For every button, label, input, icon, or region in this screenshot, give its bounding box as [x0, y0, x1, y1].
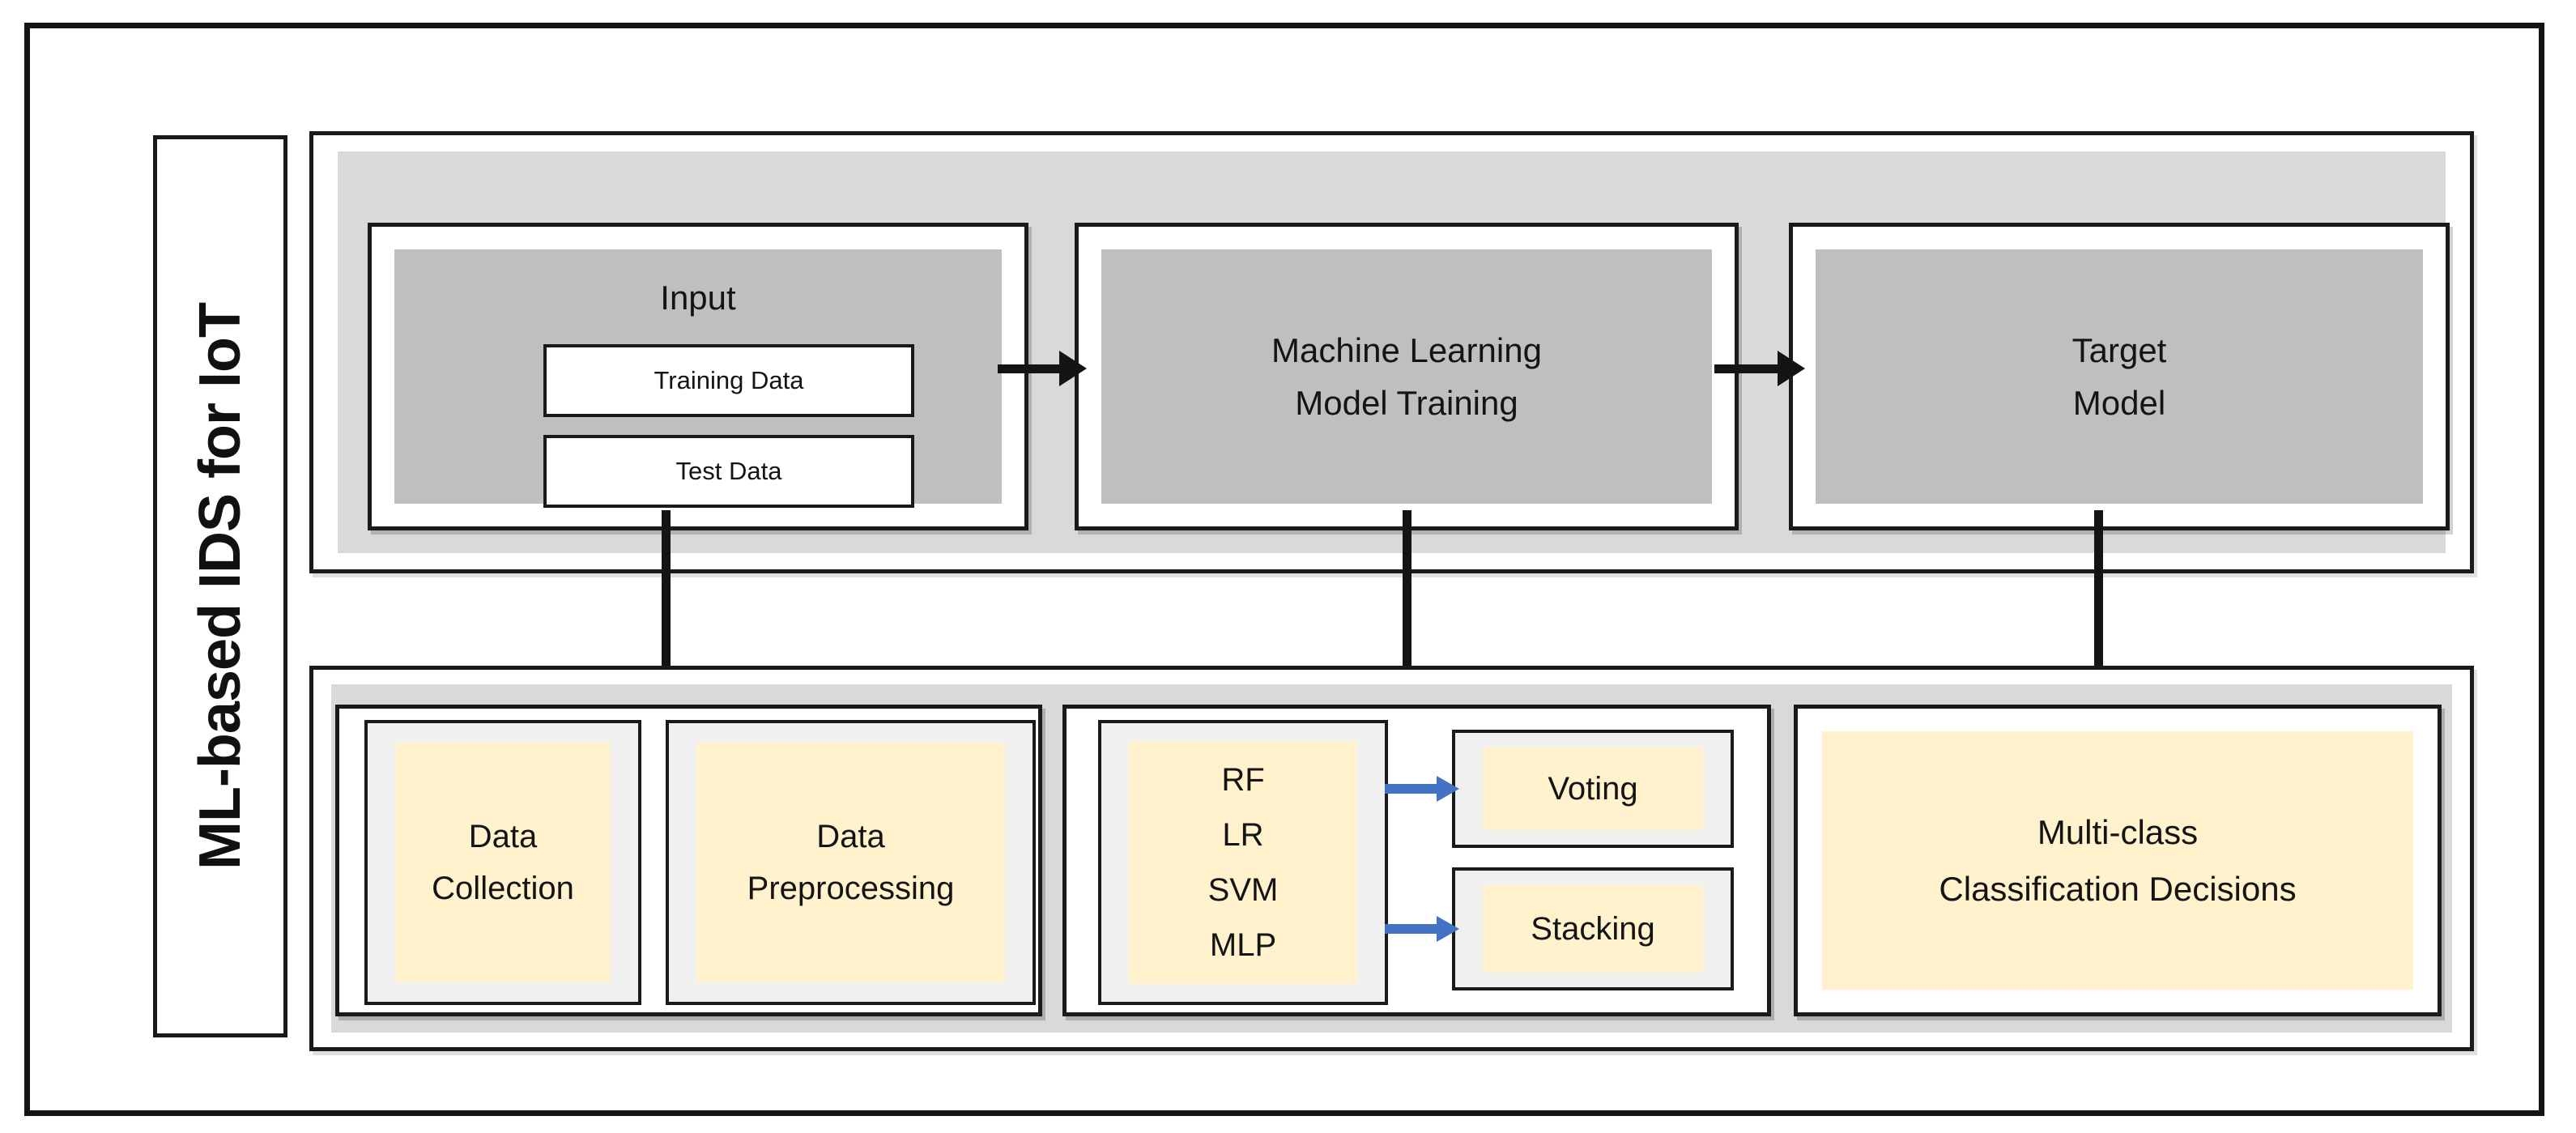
data-preprocessing-label-line2: Preprocessing — [747, 871, 955, 906]
model-training-box: Machine Learning Model Training — [1075, 223, 1739, 530]
blue-arrow-right-icon-stacking — [1385, 916, 1459, 942]
target-model-label: Target Model — [1838, 272, 2400, 481]
classification-output-label-line1: Multi-class — [2037, 813, 2199, 852]
blue-arrow-right-icon-voting — [1385, 776, 1459, 802]
model-training-label-line2: Model Training — [1295, 384, 1518, 422]
arrow-right-icon-training-to-target — [1714, 351, 1805, 386]
base-classifiers-box: RF LR SVM MLP — [1098, 720, 1388, 1005]
test-data-label: Test Data — [675, 457, 782, 485]
data-collection-label: Data Collection — [395, 743, 611, 982]
test-data-box: Test Data — [543, 435, 914, 508]
voting-box: Voting — [1452, 730, 1734, 848]
target-model-box: Target Model — [1789, 223, 2450, 530]
data-preprocessing-label: Data Preprocessing — [696, 743, 1005, 982]
voting-label: Voting — [1483, 748, 1703, 830]
target-model-label-line2: Model — [2072, 384, 2166, 422]
input-box-fill: Input Training Data Test Data — [394, 249, 1002, 508]
classification-output-box: Multi-class Classification Decisions — [1794, 705, 2442, 1016]
target-model-label-line1: Target — [2071, 330, 2167, 369]
classification-output-label-line2: Classification Decisions — [1939, 869, 2297, 908]
ensemble-group: RF LR SVM MLP Voting Stacking — [1062, 705, 1771, 1016]
data-preprocessing-label-line1: Data — [816, 819, 885, 854]
stacking-label: Stacking — [1483, 885, 1703, 973]
model-training-label: Machine Learning Model Training — [1124, 272, 1689, 481]
bottom-row-container: Data Collection Data Preprocessing RF LR — [309, 666, 2474, 1051]
system-title-box: ML-based IDS for IoT — [153, 135, 287, 1037]
model-training-label-line1: Machine Learning — [1271, 330, 1542, 369]
data-stage-group: Data Collection Data Preprocessing — [335, 705, 1042, 1016]
base-classifiers-list: RF LR SVM MLP — [1129, 741, 1357, 984]
data-preprocessing-box: Data Preprocessing — [666, 720, 1036, 1005]
data-collection-box: Data Collection — [364, 720, 641, 1005]
classifier-lr: LR — [1222, 817, 1264, 853]
classifier-mlp: MLP — [1209, 927, 1277, 963]
training-data-box: Training Data — [543, 344, 914, 417]
data-collection-label-line2: Collection — [432, 871, 574, 906]
classification-output-label: Multi-class Classification Decisions — [1822, 731, 2413, 990]
diagram-outer-frame: ML-based IDS for IoT Input Training Data… — [24, 23, 2544, 1116]
classifier-rf: RF — [1221, 762, 1265, 798]
input-box: Input Training Data Test Data — [368, 223, 1028, 530]
classifier-svm: SVM — [1207, 872, 1279, 908]
stacking-box: Stacking — [1452, 867, 1734, 990]
top-row-container: Input Training Data Test Data Machine Le… — [309, 131, 2474, 573]
model-training-box-fill: Machine Learning Model Training — [1101, 249, 1712, 504]
target-model-box-fill: Target Model — [1816, 249, 2423, 504]
input-title: Input — [660, 279, 736, 317]
data-collection-label-line1: Data — [468, 819, 538, 854]
training-data-label: Training Data — [654, 366, 804, 394]
system-title-label: ML-based IDS for IoT — [188, 303, 253, 870]
arrow-right-icon-input-to-training — [998, 351, 1087, 386]
